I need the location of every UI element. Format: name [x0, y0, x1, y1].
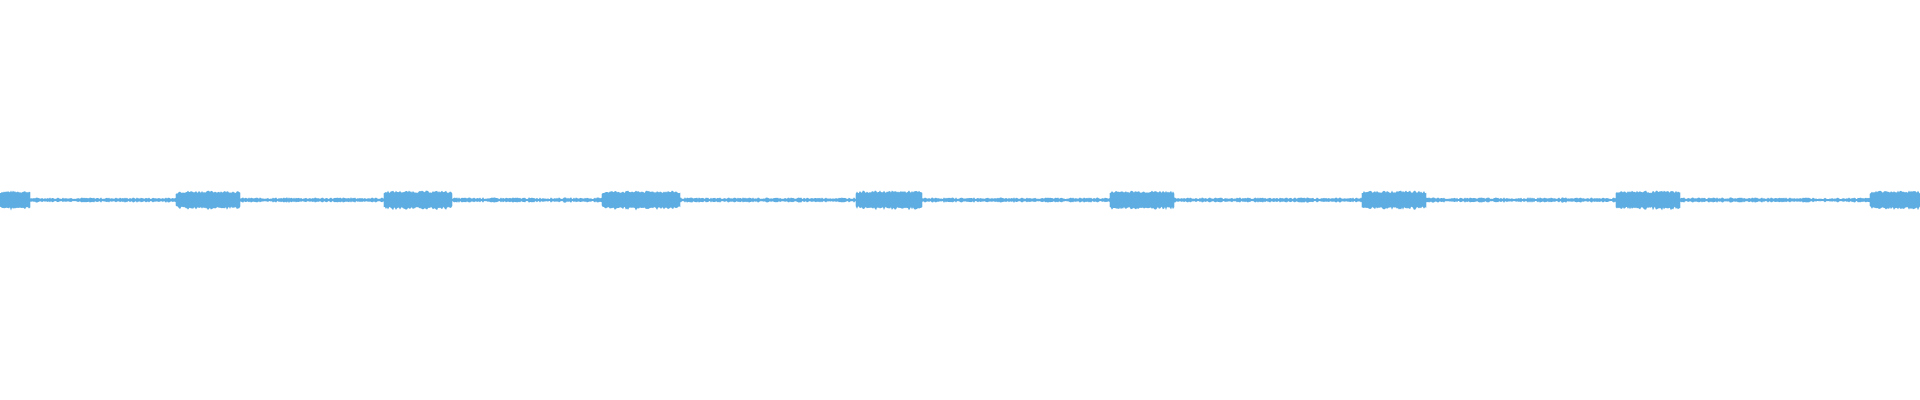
waveform-burst — [855, 190, 923, 211]
waveform-quiet — [1173, 197, 1363, 203]
waveform-burst — [1109, 190, 1175, 211]
waveform-burst — [1615, 190, 1681, 211]
waveform-quiet — [679, 197, 857, 203]
waveform-quiet — [239, 197, 385, 203]
waveform-burst — [383, 190, 453, 211]
waveform-quiet — [1425, 197, 1617, 203]
waveform-burst — [175, 190, 241, 211]
waveform-quiet — [1679, 197, 1871, 203]
waveform-burst — [601, 190, 681, 211]
waveform-burst — [0, 190, 31, 211]
waveform-burst — [1361, 190, 1427, 210]
waveform-quiet — [29, 197, 177, 203]
waveform-quiet — [921, 197, 1111, 203]
waveform-quiet — [451, 197, 603, 203]
waveform-burst — [1869, 190, 1920, 211]
